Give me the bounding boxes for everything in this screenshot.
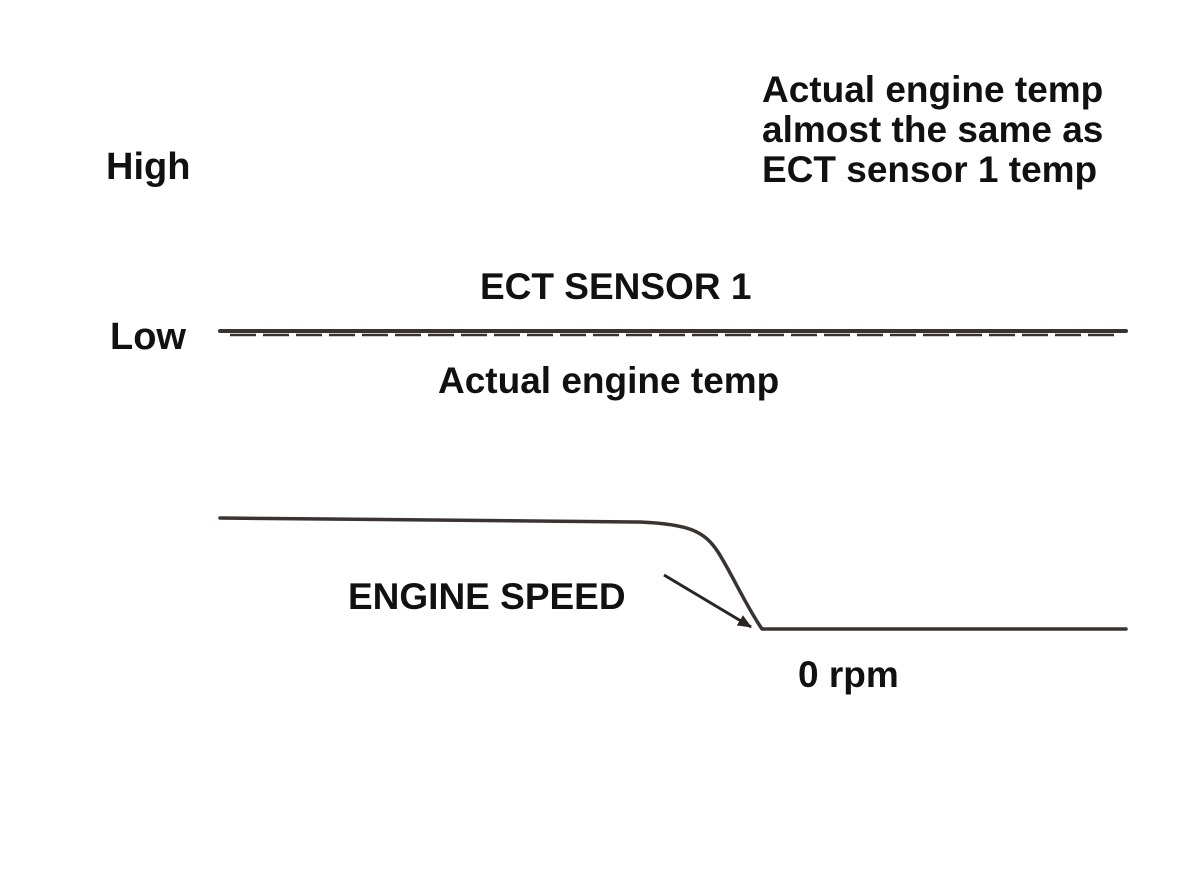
note-line: almost the same as <box>762 109 1104 150</box>
actual-engine-temp-label: Actual engine temp <box>438 360 780 401</box>
zero-rpm-label: 0 rpm <box>798 654 899 695</box>
low-level-label: Low <box>110 316 186 358</box>
note-line: Actual engine temp <box>762 69 1104 110</box>
engine-speed-label: ENGINE SPEED <box>348 576 626 617</box>
high-level-label: High <box>106 146 191 188</box>
engine-speed-trace <box>218 516 1128 631</box>
temperature-note: Actual engine temp almost the same as EC… <box>762 70 1182 190</box>
engine-speed-pointer-arrow <box>663 573 752 629</box>
ect-sensor-1-label: ECT SENSOR 1 <box>480 266 752 307</box>
note-line: ECT sensor 1 temp <box>762 149 1098 190</box>
